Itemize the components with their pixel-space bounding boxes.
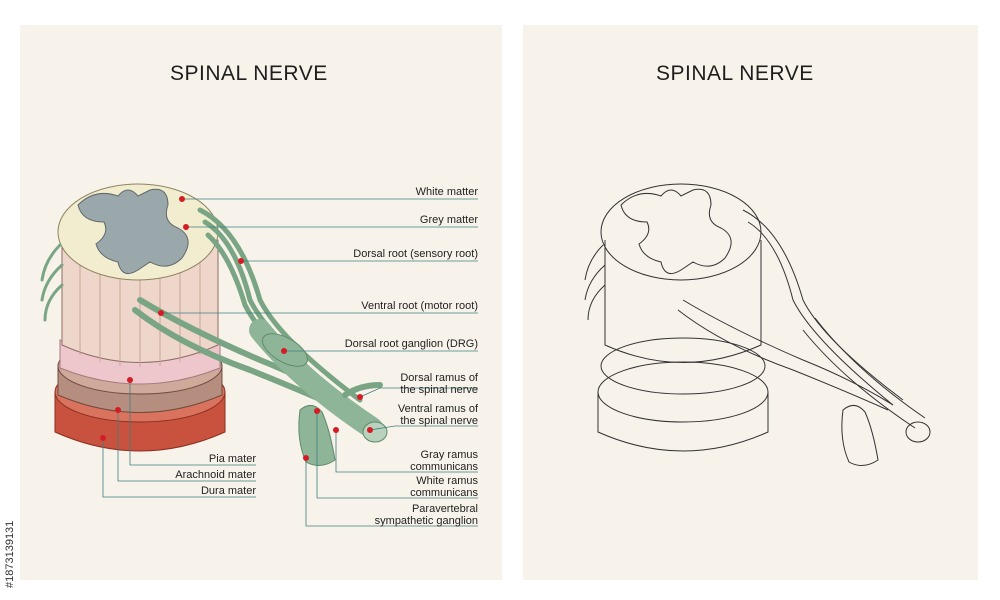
label-gray-ramus: Gray ramus communicans bbox=[380, 449, 478, 473]
label-dorsal-ramus: Dorsal ramus of the spinal nerve bbox=[380, 372, 478, 396]
label-dorsal-root: Dorsal root (sensory root) bbox=[353, 248, 478, 260]
stock-id-vertical: #187313913​1 bbox=[2, 360, 18, 590]
label-white-ramus: White ramus communicans bbox=[380, 475, 478, 499]
label-ventral-root: Ventral root (motor root) bbox=[361, 300, 478, 312]
label-pia-mater: Pia mater bbox=[208, 453, 256, 465]
label-ventral-ramus: Ventral ramus of the spinal nerve bbox=[380, 403, 478, 427]
label-dorsal-ramus-line1: Dorsal ramus of bbox=[400, 372, 478, 384]
nerve-cut-end bbox=[362, 421, 388, 443]
leader-lines bbox=[102, 198, 478, 527]
label-drg: Dorsal root ganglion (DRG) bbox=[344, 338, 478, 350]
outline-diagram-panel bbox=[523, 25, 978, 580]
label-markers bbox=[100, 196, 373, 461]
label-gray-ramus-line2: communicans bbox=[410, 461, 478, 473]
label-white-ramus-line2: communicans bbox=[410, 487, 478, 499]
label-dorsal-ramus-line2: the spinal nerve bbox=[400, 384, 478, 396]
label-white-ramus-line1: White ramus bbox=[416, 475, 478, 487]
stock-id-text: #187313913​1 bbox=[4, 520, 16, 588]
label-gray-ramus-line1: Gray ramus bbox=[420, 449, 478, 461]
outline-spinal-cord bbox=[584, 183, 931, 466]
label-paravertebral-ganglion: Paravertebral sympathetic ganglion bbox=[350, 503, 478, 527]
label-white-matter: White matter bbox=[415, 186, 478, 198]
grey-matter-shape bbox=[77, 188, 189, 275]
label-dura-mater: Dura mater bbox=[200, 485, 256, 497]
label-paravertebral-line2: sympathetic ganglion bbox=[374, 515, 478, 527]
label-ventral-ramus-line2: the spinal nerve bbox=[400, 415, 478, 427]
colored-spinal-cord bbox=[54, 183, 226, 452]
label-arachnoid-mater: Arachnoid mater bbox=[175, 469, 256, 481]
label-grey-matter: Grey matter bbox=[419, 214, 478, 226]
right-title: SPINAL NERVE bbox=[656, 62, 814, 85]
left-title: SPINAL NERVE bbox=[170, 62, 328, 85]
label-ventral-ramus-line1: Ventral ramus of bbox=[397, 403, 478, 415]
label-paravertebral-line1: Paravertebral bbox=[411, 503, 478, 515]
nerve-structures bbox=[40, 207, 383, 439]
